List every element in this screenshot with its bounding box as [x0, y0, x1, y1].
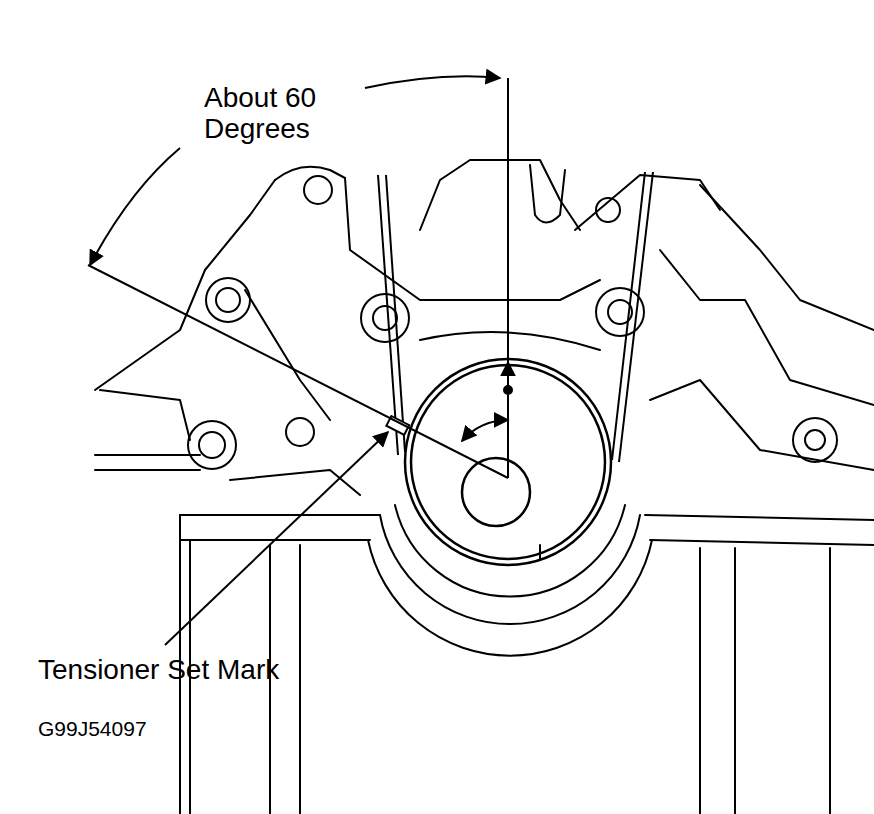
bolt-holes	[188, 176, 837, 469]
engine-block-outline	[420, 160, 580, 230]
angle-label: About 60 Degrees	[204, 82, 354, 145]
crankshaft-sprocket	[462, 458, 530, 526]
angle-lines	[365, 76, 500, 88]
engine-block-outline	[650, 380, 874, 470]
bolt-holes	[188, 421, 236, 469]
engine-block-outline	[100, 390, 190, 440]
angle-lines	[462, 420, 508, 441]
angle-lines	[90, 148, 180, 265]
engine-block-outline	[95, 160, 874, 814]
part-label: Tensioner Set Mark	[38, 654, 368, 685]
bolt-holes	[206, 278, 250, 322]
bolt-holes	[361, 294, 409, 342]
bolt-holes	[596, 198, 620, 222]
crankshaft-sprocket	[405, 359, 611, 565]
bolt-holes	[793, 418, 837, 462]
figure-code: G99J54097	[38, 717, 238, 741]
angle-lines	[88, 265, 508, 478]
angle-lines	[165, 432, 388, 645]
engine-block-outline	[380, 515, 640, 624]
engine-block-outline	[368, 540, 652, 656]
engine-block-outline	[645, 515, 874, 545]
engine-block-outline	[95, 455, 200, 470]
bolt-holes	[304, 176, 332, 204]
bolt-holes	[199, 432, 225, 458]
engine-block-outline	[700, 185, 874, 330]
engine-block-outline	[530, 165, 565, 223]
angle-lines	[504, 386, 512, 394]
engine-block-outline	[660, 250, 874, 405]
bolt-holes	[805, 430, 825, 450]
bolt-holes	[216, 288, 240, 312]
engine-block-outline	[230, 470, 360, 495]
engine-block-outline	[420, 332, 600, 350]
timing-belt	[612, 172, 645, 460]
angle-lines	[507, 78, 509, 362]
timing-belt	[386, 175, 405, 452]
engine-block-outline	[190, 540, 830, 814]
bolt-holes	[373, 306, 397, 330]
bolt-holes	[286, 418, 314, 446]
crankshaft-sprocket	[405, 359, 611, 565]
timing-belt	[619, 172, 653, 462]
engine-block-outline	[245, 290, 330, 420]
angle-lines	[88, 76, 512, 645]
timing-belt	[378, 172, 653, 462]
